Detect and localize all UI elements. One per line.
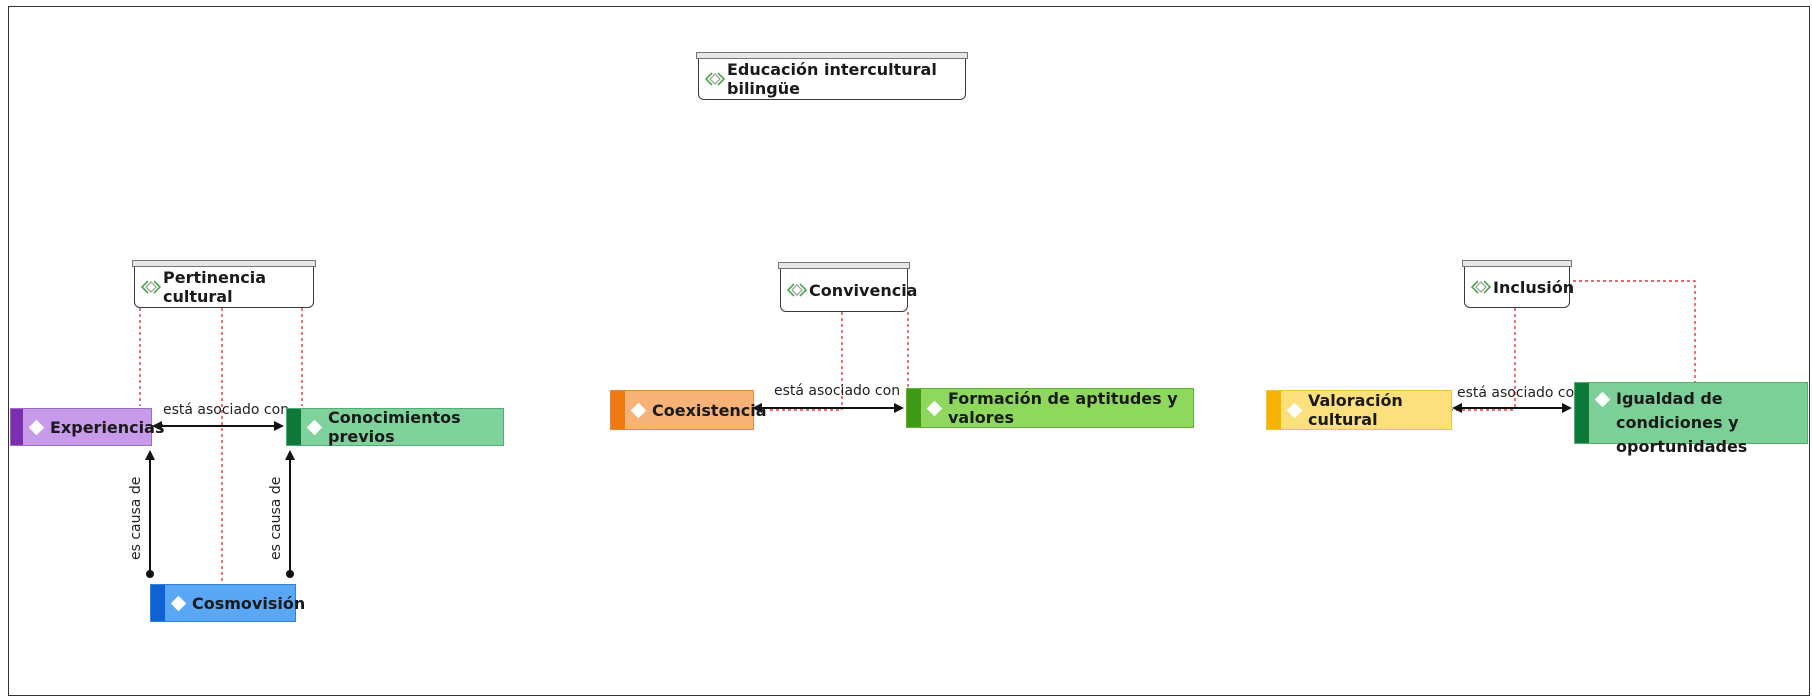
node-label: Coexistencia [652,400,767,420]
group-inclusion[interactable]: Inclusión [1462,260,1574,308]
node-label: Formación de aptitudes y valores [948,389,1178,427]
concept-group-icon [705,72,725,86]
node-formacion-aptitudes-valores[interactable]: Formación de aptitudes y valores [906,388,1194,428]
relation-label-vertical: es causa de [128,476,144,560]
node-label: Conocimientos previos [328,408,461,446]
node-label: Cosmovisión [192,593,306,613]
group-convivencia[interactable]: Convivencia [778,262,917,312]
group-pertinencia-cultural[interactable]: Pertinencia cultural [132,260,316,308]
concept-diamond-icon [926,400,943,416]
concept-group-icon [787,283,807,297]
node-valoracion-cultural[interactable]: Valoración cultural [1266,390,1452,430]
node-label-line2: oportunidades [1616,437,1748,456]
group-label: Pertinencia cultural [163,268,266,306]
concept-diamond-icon [28,419,45,435]
title-group-box[interactable]: Educación intercultural bilingüe [696,52,968,100]
node-label: Valoración cultural [1308,391,1403,429]
node-coexistencia[interactable]: Coexistencia [610,390,767,430]
node-experiencias[interactable]: Experiencias [10,408,164,446]
concept-diamond-icon [630,402,647,418]
relation-label: está asociado con [774,383,901,399]
group-label: Inclusión [1493,277,1575,297]
concept-diamond-icon [1594,391,1611,408]
group-label: Convivencia [809,280,918,300]
page-title: Educación intercultural bilingüe [727,60,937,98]
relation-label: está asociado con [1457,385,1584,401]
concept-diamond-icon [306,419,323,435]
relation-label: está asociado con [163,402,290,418]
relation-label-vertical: es causa de [268,476,284,560]
node-conocimientos-previos[interactable]: Conocimientos previos [286,408,504,446]
concept-group-icon [141,280,161,294]
concept-diamond-icon [170,595,187,611]
concept-diamond-icon [1286,402,1303,418]
node-cosmovision[interactable]: Cosmovisión [150,584,305,622]
node-igualdad-condiciones-oportunidades[interactable]: Igualdad de condiciones y oportunidades [1574,382,1808,456]
node-label: Experiencias [50,417,165,437]
node-label-line1: Igualdad de condiciones y [1616,389,1739,432]
concept-group-icon [1471,280,1491,294]
